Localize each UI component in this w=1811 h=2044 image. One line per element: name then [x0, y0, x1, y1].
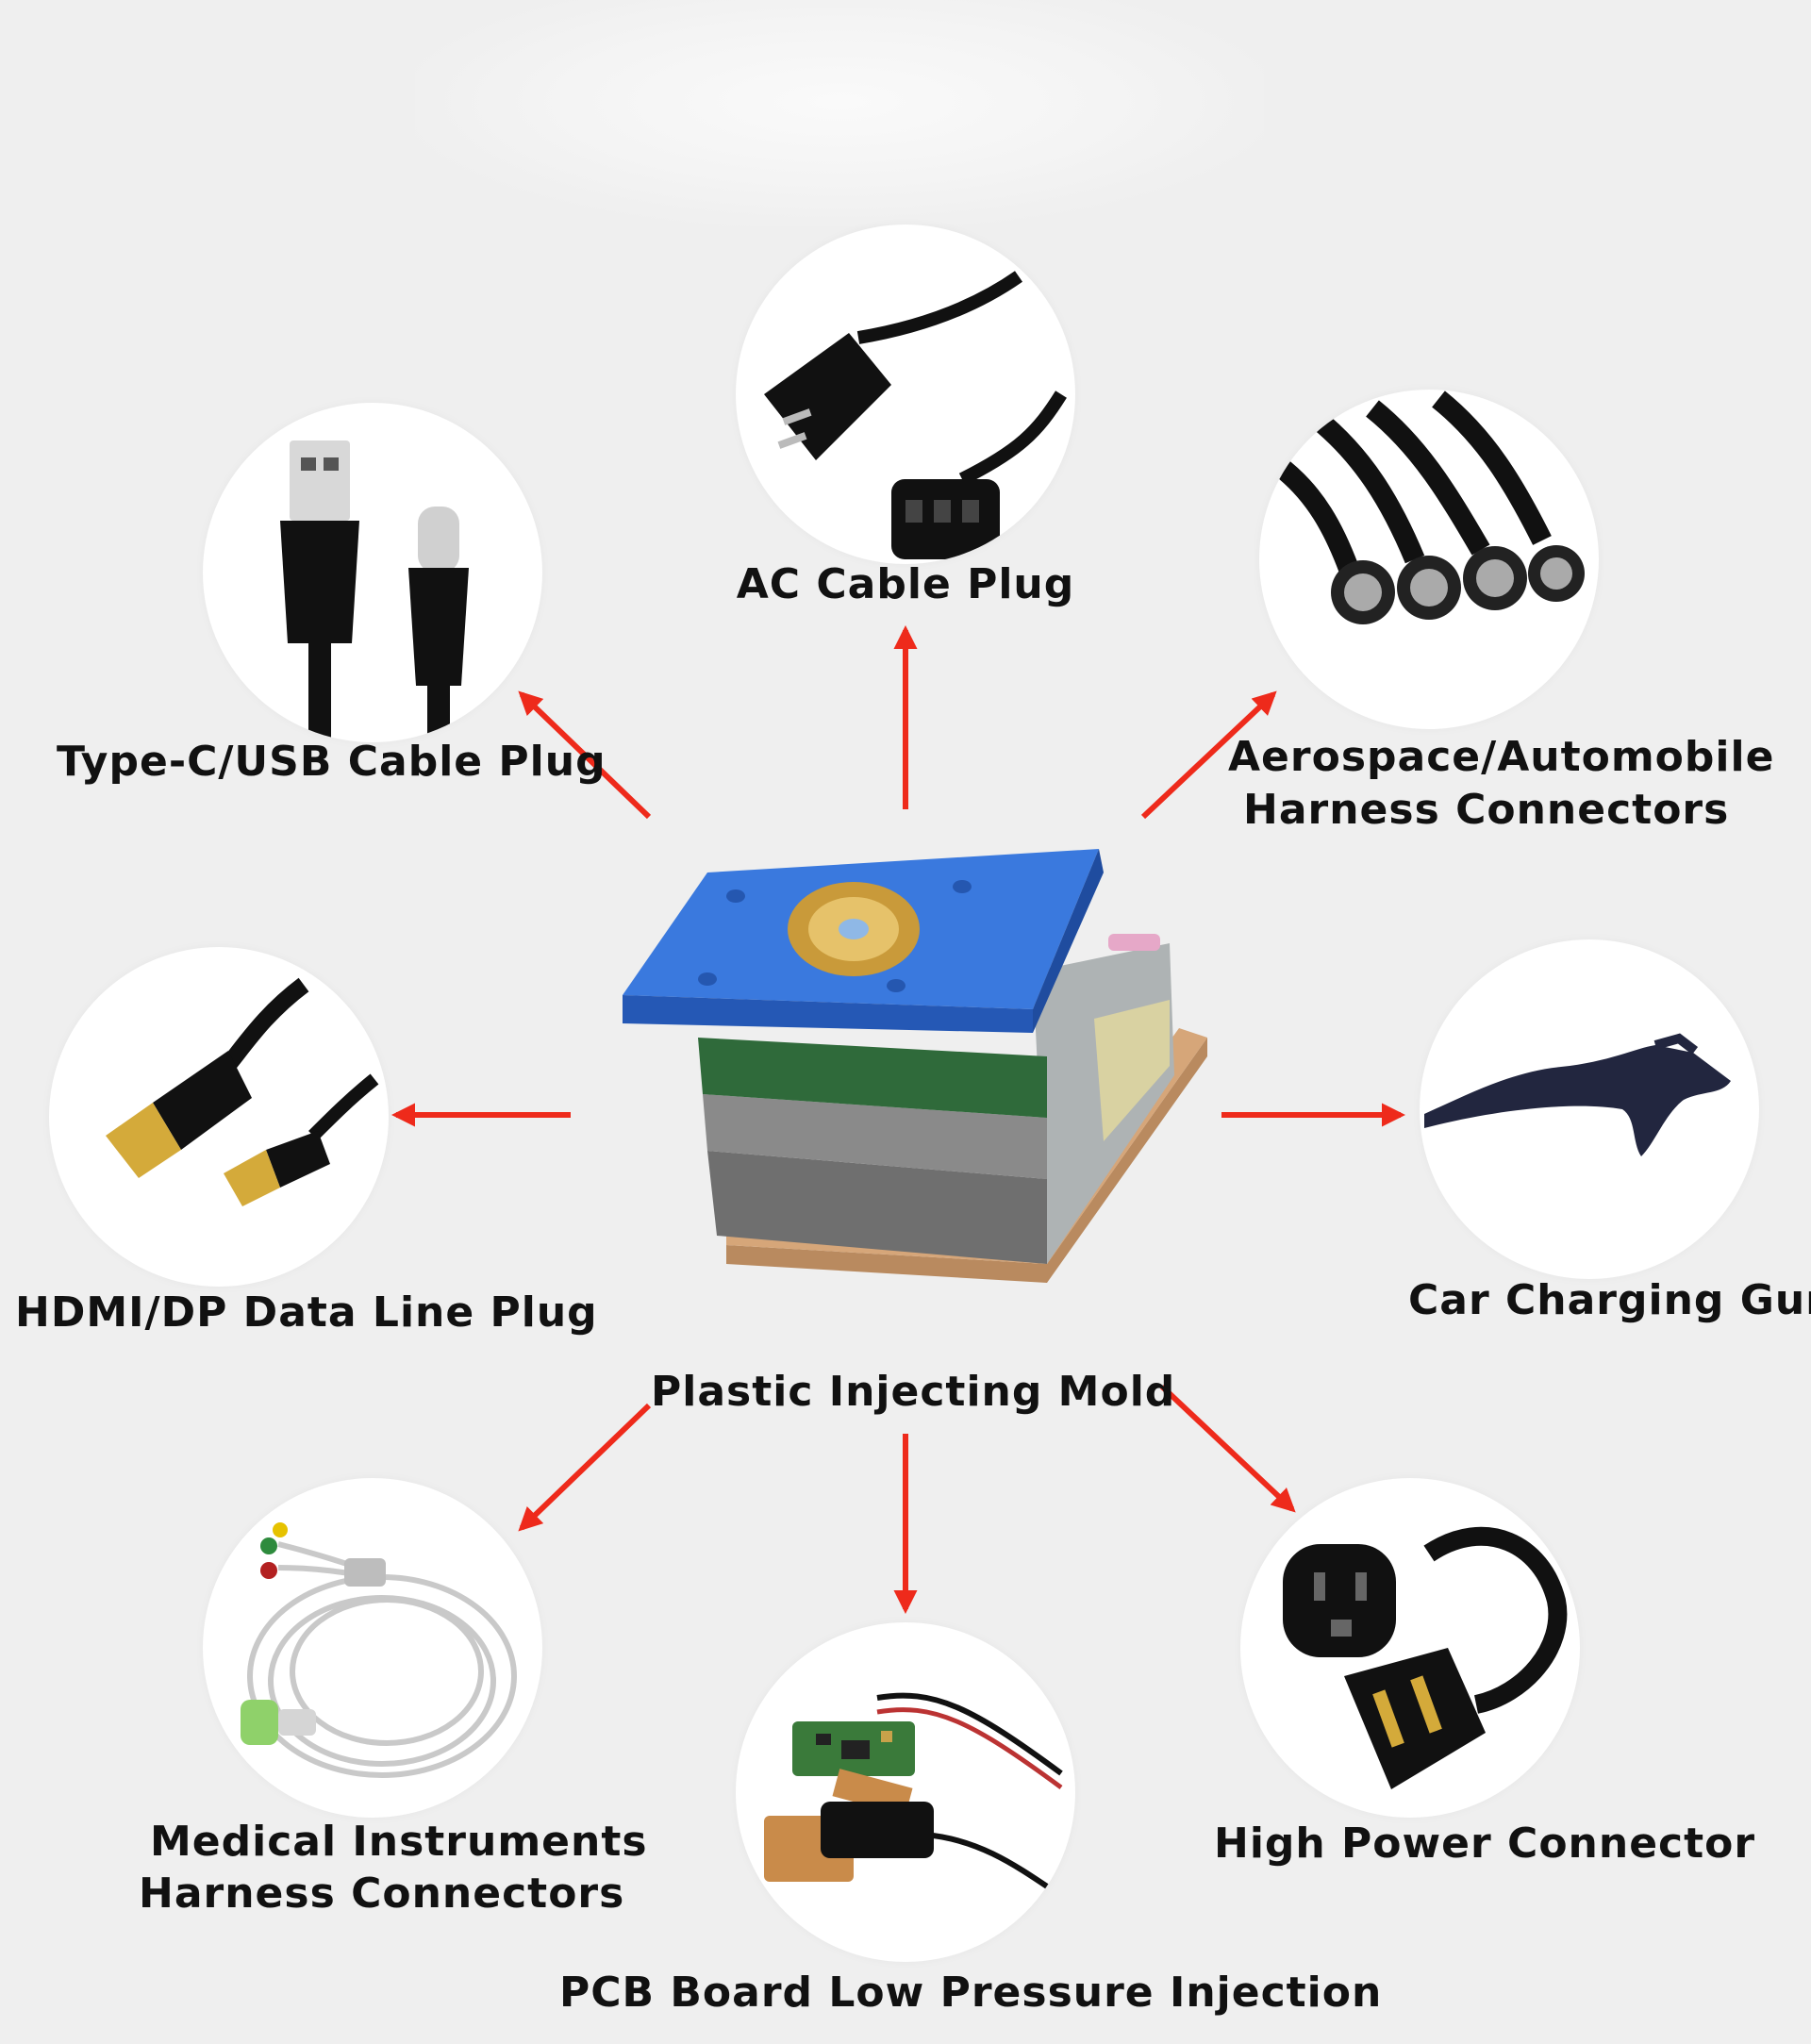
ac-power-cord-icon	[764, 271, 1067, 559]
ev-charging-gun-icon	[1424, 1033, 1731, 1156]
center-mold-label: Plastic Injecting Mold	[651, 1368, 1176, 1416]
pcb-label: PCB Board Low Pressure Injection	[559, 1969, 1383, 2017]
top-background-glow	[415, 0, 1264, 226]
pcb-circle	[736, 1622, 1075, 1962]
hdmi-label: HDMI/DP Data Line Plug	[15, 1288, 598, 1337]
aerospace-label-line2: Harness Connectors	[1243, 786, 1730, 834]
arrow-to-high-power	[1159, 1384, 1296, 1513]
high-power-plug-icon	[1283, 1526, 1568, 1789]
ac-cable-plug-label: AC Cable Plug	[736, 560, 1075, 608]
hdmi-circle	[49, 947, 389, 1287]
medical-lead-wire-icon	[241, 1522, 517, 1778]
type-c-usb-label: Type-C/USB Cable Plug	[57, 738, 606, 786]
pcb-board-icon	[764, 1692, 1063, 1899]
medical-label-line2: Harness Connectors	[139, 1870, 625, 1918]
arrow-to-aerospace	[1140, 690, 1277, 820]
medical-circle	[203, 1478, 542, 1818]
aerospace-label-line1: Aerospace/Automobile	[1228, 733, 1775, 781]
type-c-usb-circle	[203, 403, 542, 742]
aerospace-circle	[1259, 390, 1599, 729]
high-power-label: High Power Connector	[1214, 1820, 1756, 1868]
arrow-to-type-c	[518, 690, 652, 820]
hdmi-cable-icon	[106, 977, 379, 1206]
car-charging-circle	[1420, 939, 1759, 1279]
ac-cable-plug-circle	[736, 224, 1075, 564]
circular-harness-connector-icon	[1271, 391, 1585, 624]
high-power-circle	[1240, 1478, 1580, 1818]
injection-mold-icon	[623, 849, 1207, 1283]
medical-label-line1: Medical Instruments	[150, 1818, 648, 1866]
car-charging-label: Car Charging Gun	[1408, 1276, 1811, 1324]
arrow-to-medical	[518, 1403, 652, 1532]
usb-type-c-cable-icon	[280, 440, 469, 742]
